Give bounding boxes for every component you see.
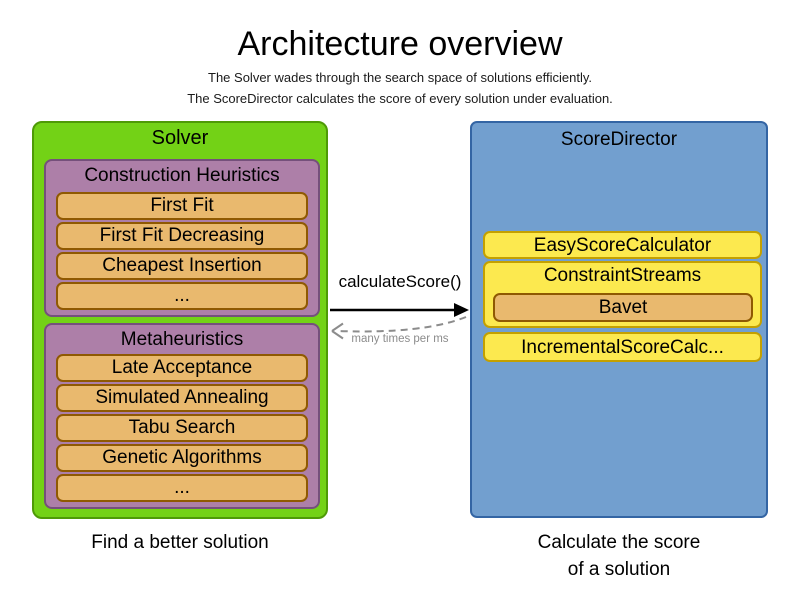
bavet-item: Bavet — [493, 293, 753, 322]
heuristic-item: First Fit — [56, 192, 308, 220]
page-subtitle: The Solver wades through the search spac… — [0, 67, 800, 109]
metaheuristics-title: Metaheuristics — [120, 329, 244, 350]
metaheuristic-item: Simulated Annealing — [56, 384, 308, 412]
construction-heuristics-group: Construction Heuristics First Fit First … — [44, 159, 320, 317]
metaheuristic-item: Genetic Algorithms — [56, 444, 308, 472]
constraint-streams-label: ConstraintStreams — [543, 265, 702, 286]
constraint-streams-item: ConstraintStreams Bavet — [483, 261, 762, 328]
heuristic-item: First Fit Decreasing — [56, 222, 308, 250]
metaheuristic-item: ... — [56, 474, 308, 502]
page-title: Architecture overview — [237, 25, 563, 63]
solver-box-title: Solver — [151, 127, 209, 149]
incremental-score-calculator-item: IncrementalScoreCalc... — [483, 332, 762, 362]
heuristic-item: Cheapest Insertion — [56, 252, 308, 280]
arrows-graphic — [330, 303, 469, 340]
solver-box: Solver Construction Heuristics First Fit… — [32, 121, 328, 519]
return-arrow — [331, 316, 467, 340]
scoredirector-box: ScoreDirector EasyScoreCalculator Constr… — [470, 121, 768, 518]
easy-score-calculator-item: EasyScoreCalculator — [483, 231, 762, 259]
subtitle-line-2: The ScoreDirector calculates the score o… — [187, 91, 613, 106]
metaheuristic-item: Tabu Search — [56, 414, 308, 442]
scoredirector-box-title: ScoreDirector — [560, 129, 678, 150]
call-arrow — [330, 303, 469, 317]
construction-heuristics-items: First Fit First Fit Decreasing Cheapest … — [56, 192, 308, 310]
heuristic-item: ... — [56, 282, 308, 310]
metaheuristics-group: Metaheuristics Late Acceptance Simulated… — [44, 323, 320, 509]
calculate-score-label: calculateScore() — [338, 272, 462, 291]
scoredirector-caption-line-1: Calculate the score — [537, 532, 701, 553]
frequency-label: many times per ms — [351, 333, 449, 345]
scoredirector-caption: Calculate the score of a solution — [470, 529, 768, 583]
construction-heuristics-title: Construction Heuristics — [84, 165, 280, 186]
solver-caption: Find a better solution — [91, 532, 269, 553]
metaheuristics-items: Late Acceptance Simulated Annealing Tabu… — [56, 354, 308, 502]
subtitle-line-1: The Solver wades through the search spac… — [208, 70, 592, 85]
metaheuristic-item: Late Acceptance — [56, 354, 308, 382]
scoredirector-caption-line-2: of a solution — [567, 559, 671, 580]
